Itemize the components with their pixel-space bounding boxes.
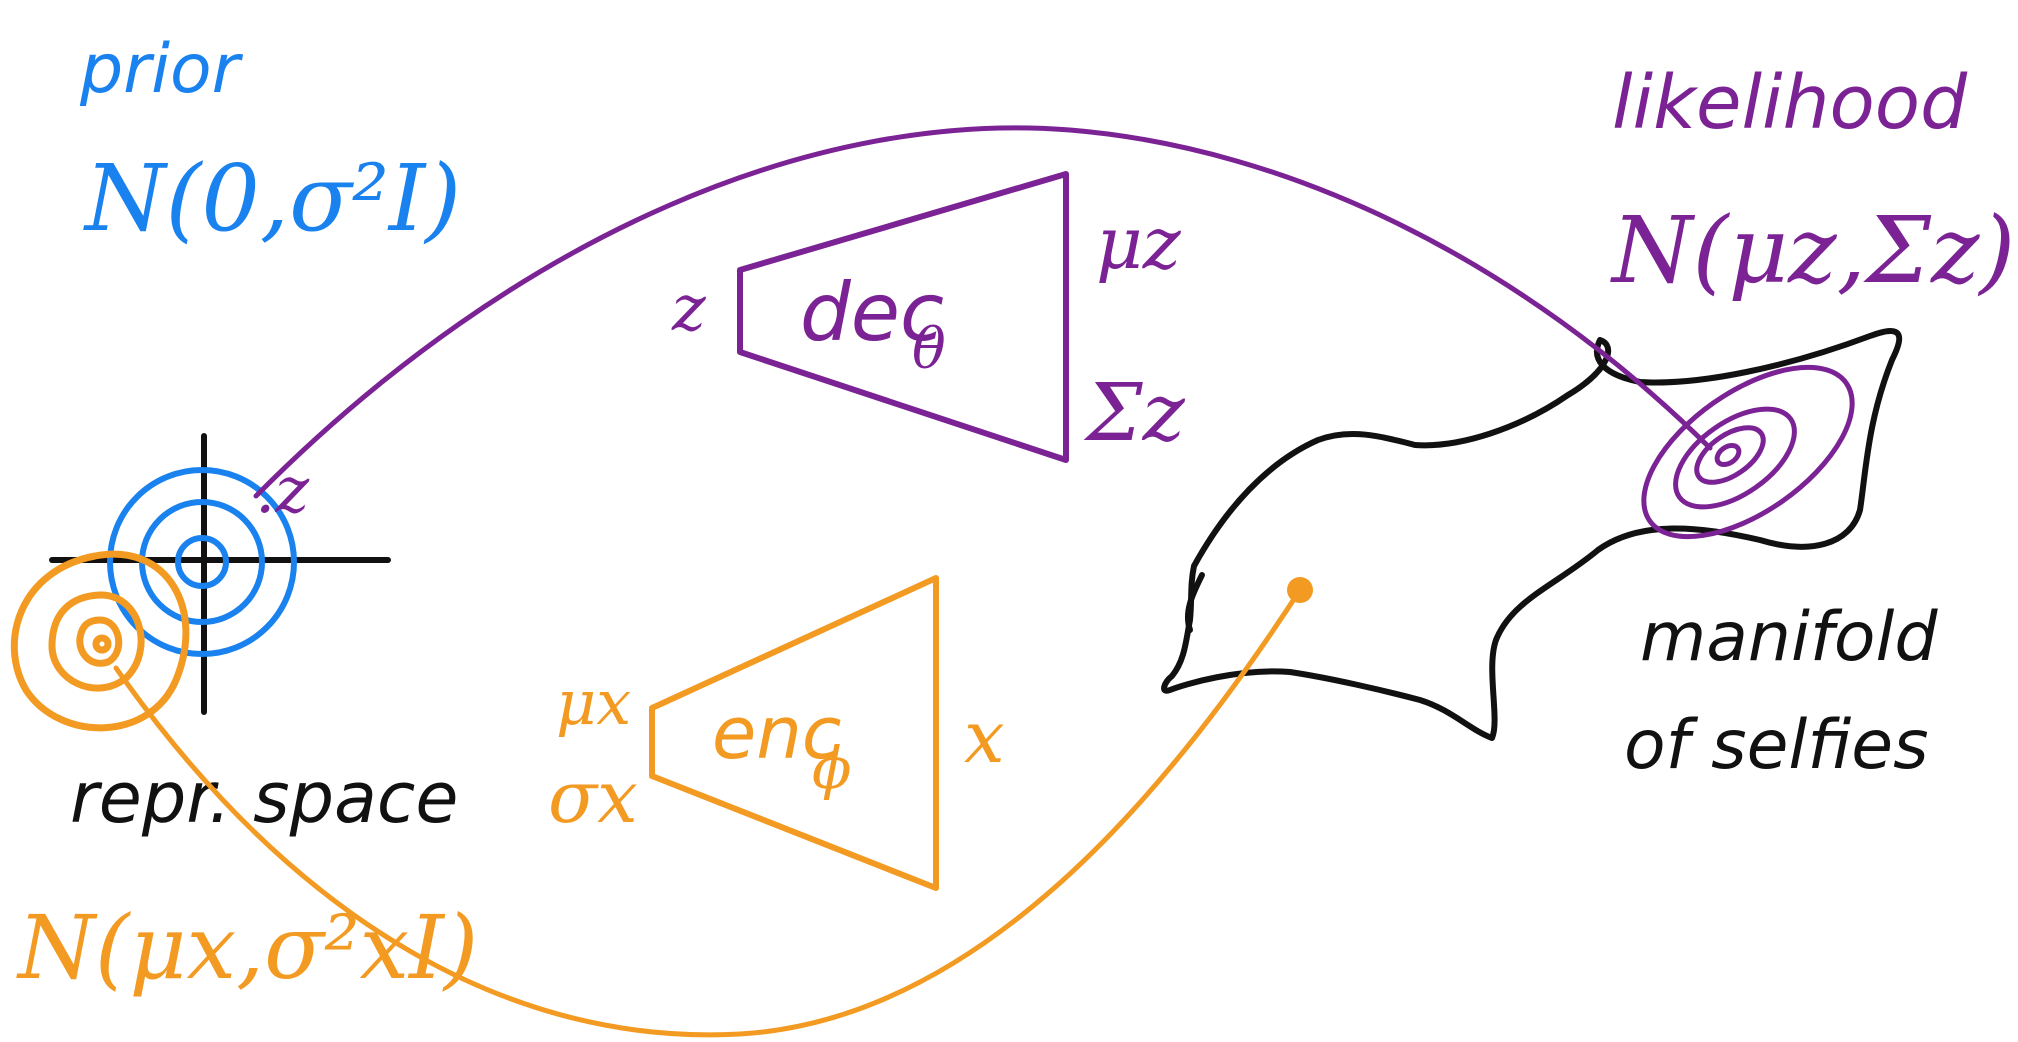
posterior-center bbox=[92, 634, 112, 654]
encoder-input-x: x bbox=[964, 695, 1005, 779]
likelihood-group: likelihood N(μz,Σz) bbox=[1610, 60, 2015, 304]
likelihood-formula: N(μz,Σz) bbox=[1610, 197, 2015, 304]
likelihood-ellipse-inner bbox=[1694, 425, 1766, 485]
likelihood-ellipses bbox=[1641, 364, 1855, 540]
prior-group: prior N(0,σ²I) bbox=[79, 30, 461, 252]
posterior-formula: N(μx,σ²xI) bbox=[16, 896, 478, 999]
posterior-circle-inner bbox=[76, 616, 123, 667]
decoder-subscript: θ bbox=[912, 317, 946, 382]
decoder-output-mu: μz bbox=[1096, 201, 1182, 285]
decoder-input-z: z bbox=[671, 272, 707, 346]
likelihood-ellipse-center bbox=[1714, 442, 1742, 468]
prior-label: prior bbox=[79, 30, 244, 109]
prior-circle-inner bbox=[175, 535, 229, 589]
manifold-outline bbox=[1161, 328, 1903, 741]
posterior-circles bbox=[10, 550, 190, 732]
selfie-data-point bbox=[1287, 577, 1313, 603]
likelihood-ellipse-middle bbox=[1673, 406, 1797, 510]
decoder-output-sigma: Σz bbox=[1083, 366, 1186, 459]
posterior-circle-outer bbox=[10, 550, 190, 732]
encoder-block: enc ϕ x μx σx bbox=[548, 575, 1005, 891]
decoder-trapezoid bbox=[737, 171, 1069, 463]
encoder-output-sigma: σx bbox=[548, 755, 638, 839]
repr-space-label: repr. space bbox=[70, 757, 459, 839]
decoder-block: dec θ z μz Σz bbox=[671, 171, 1186, 463]
encoder-trapezoid bbox=[649, 575, 939, 891]
decoder-name: dec bbox=[800, 266, 944, 359]
posterior-circle-middle bbox=[48, 591, 145, 692]
encoder-subscript: ϕ bbox=[812, 734, 852, 802]
manifold-label-line2: of selfies bbox=[1624, 706, 1929, 785]
manifold-fold bbox=[1184, 572, 1205, 633]
prior-circle-outer bbox=[107, 467, 297, 657]
decoder-mapping-curve bbox=[253, 125, 1713, 499]
prior-formula: N(0,σ²I) bbox=[83, 145, 461, 252]
encoder-name: enc bbox=[712, 691, 842, 775]
likelihood-ellipse-outer bbox=[1641, 364, 1855, 540]
manifold-sheet bbox=[1161, 328, 1903, 741]
encoder-mapping-curve bbox=[113, 587, 1303, 1038]
manifold-label-line1: manifold bbox=[1640, 598, 1938, 677]
likelihood-label: likelihood bbox=[1612, 60, 1968, 146]
encoder-output-mu: μx bbox=[556, 666, 631, 739]
